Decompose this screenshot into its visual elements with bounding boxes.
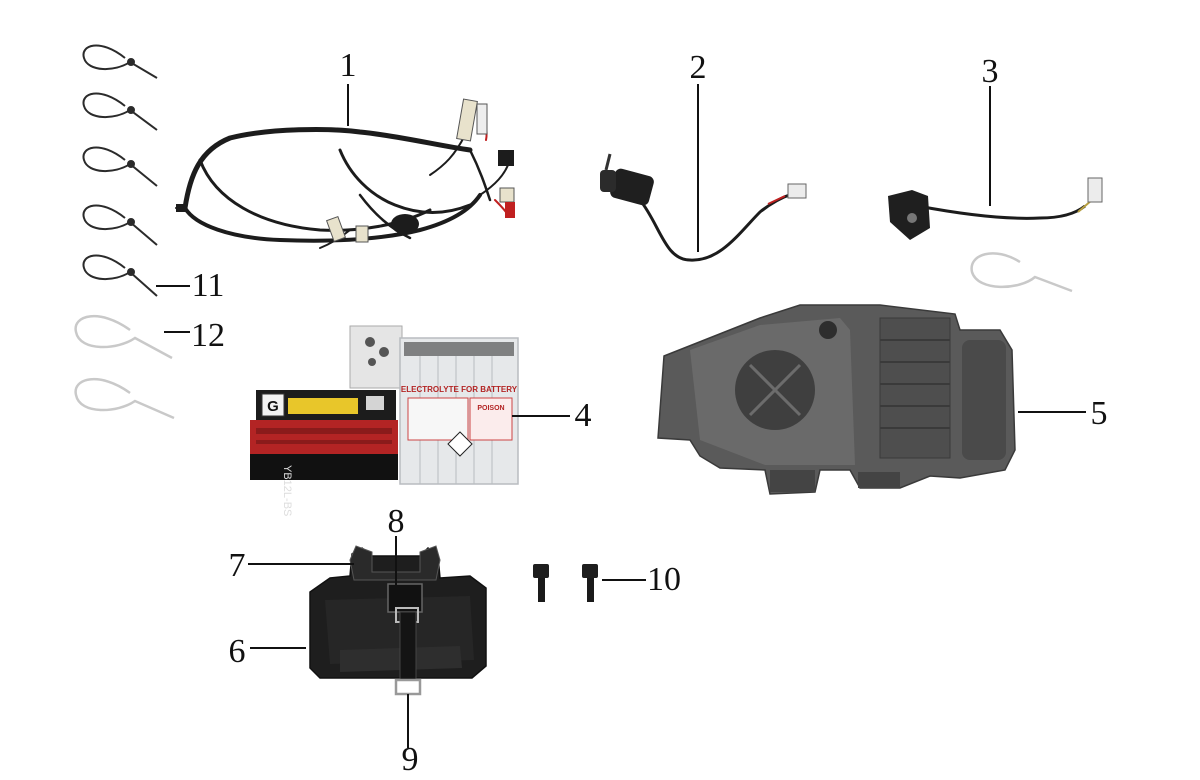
cable-ties-light bbox=[74, 252, 1073, 420]
strap-hook bbox=[394, 678, 422, 696]
hardware-bag bbox=[349, 325, 403, 389]
callout-9: 9 bbox=[401, 741, 419, 778]
bolts bbox=[533, 564, 598, 602]
callout-4: 4 bbox=[574, 397, 592, 434]
holder-strap bbox=[399, 611, 417, 681]
electrolyte-warning: POISON bbox=[477, 405, 504, 412]
callout-7: 7 bbox=[228, 547, 246, 584]
battery-brand: G bbox=[267, 398, 279, 415]
cable-ties-dark bbox=[82, 44, 158, 297]
ignition-switch bbox=[600, 153, 807, 262]
bolt bbox=[582, 564, 598, 602]
bolt bbox=[533, 564, 549, 602]
cable-tie-dark bbox=[82, 204, 158, 246]
callout-1: 1 bbox=[339, 47, 357, 84]
cable-tie-light bbox=[74, 315, 173, 360]
callout-11: 11 bbox=[191, 267, 225, 304]
callout-5: 5 bbox=[1090, 395, 1108, 432]
callout-8: 8 bbox=[387, 503, 405, 540]
callout-10: 10 bbox=[647, 561, 681, 598]
electrolyte-pack: ELECTROLYTE FOR BATTERY POISON bbox=[399, 337, 519, 485]
battery-holder bbox=[309, 545, 487, 696]
cable-tie-dark bbox=[82, 44, 158, 79]
callout-6: 6 bbox=[228, 633, 246, 670]
cable-tie-light bbox=[970, 252, 1073, 293]
battery-kit: G YB12L-BS ELECTROLYTE FOR BATTERY POI bbox=[250, 325, 519, 516]
harness-connectors bbox=[176, 98, 515, 243]
leader-lines bbox=[156, 84, 1086, 748]
battery-case bbox=[657, 304, 1016, 495]
callout-2: 2 bbox=[689, 49, 707, 86]
callout-3: 3 bbox=[981, 53, 999, 90]
callout-12: 12 bbox=[191, 317, 225, 354]
cable-tie-dark bbox=[82, 146, 158, 187]
electrolyte-label: ELECTROLYTE FOR BATTERY bbox=[401, 385, 518, 394]
cable-tie-dark bbox=[82, 254, 158, 297]
cable-tie-dark bbox=[82, 92, 158, 131]
battery: G YB12L-BS bbox=[250, 390, 398, 516]
cable-tie-light bbox=[74, 378, 175, 420]
battery-model: YB12L-BS bbox=[281, 465, 293, 516]
sensor-switch bbox=[888, 177, 1103, 240]
